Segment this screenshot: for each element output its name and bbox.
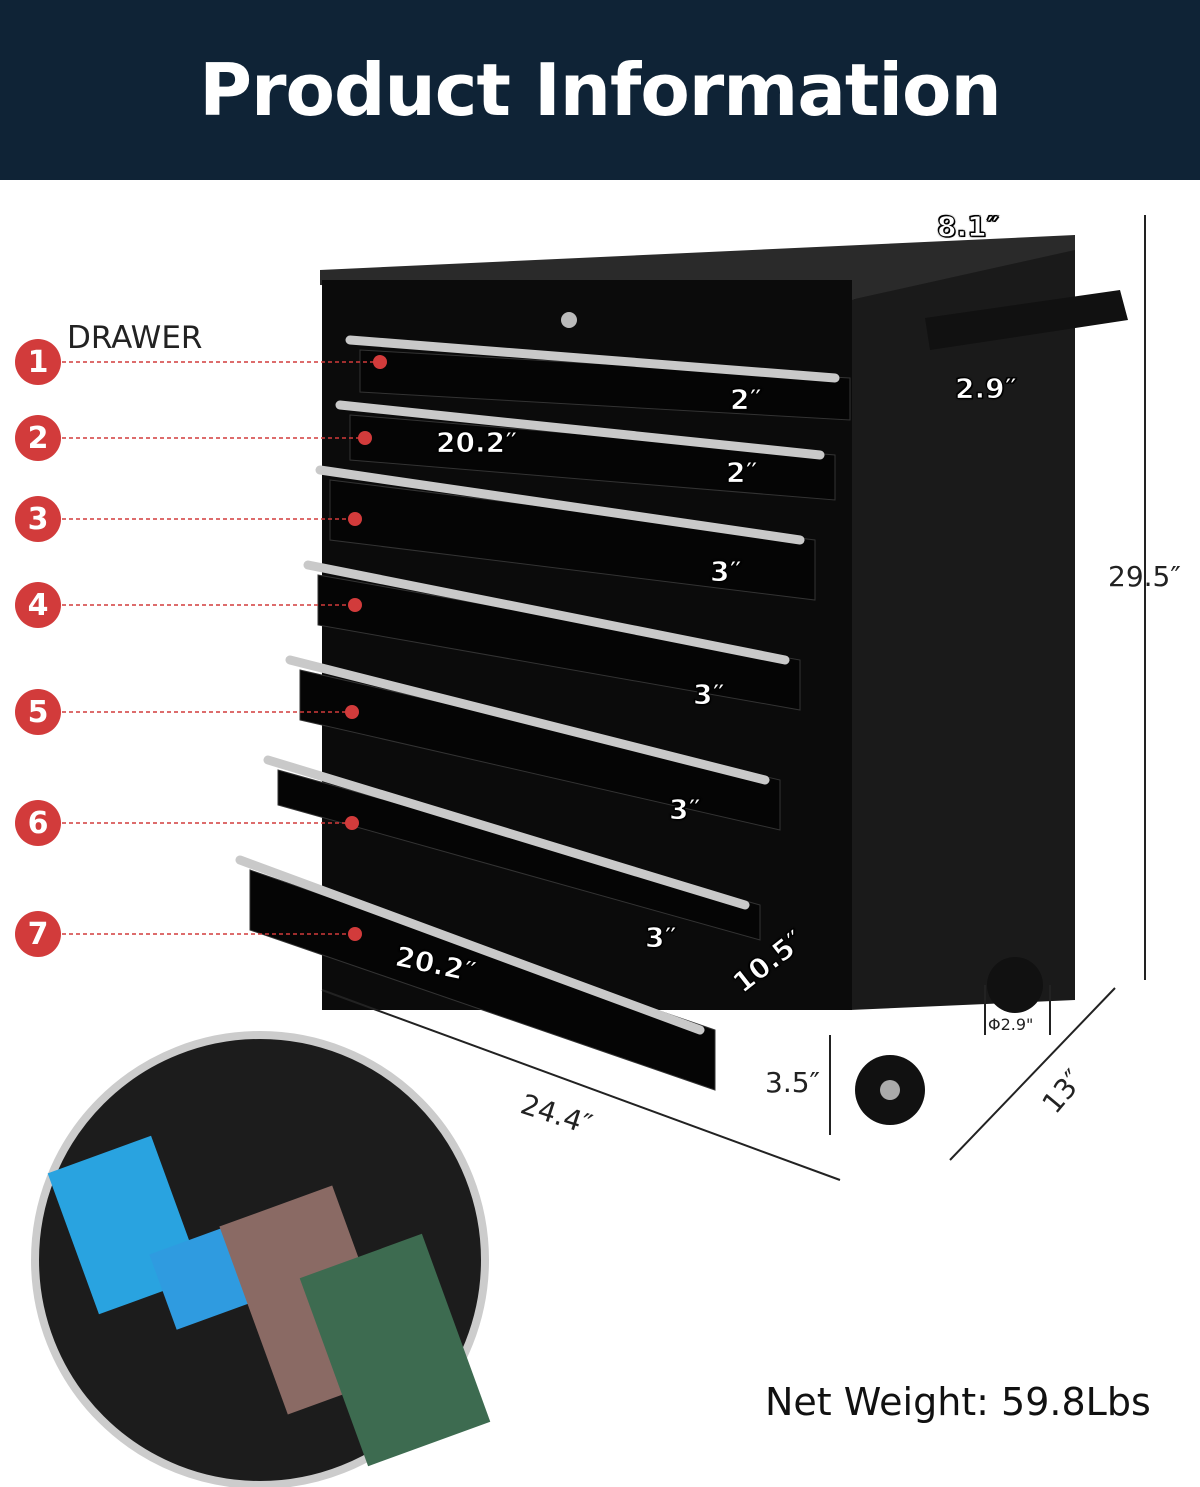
dim-drawer6-height: 3″ <box>645 921 678 955</box>
marker-dot <box>345 816 359 830</box>
marker-dot <box>348 512 362 526</box>
drawer-number-marker: 5 <box>15 689 61 735</box>
green-tray <box>299 1233 491 1467</box>
dim-drawer5-height: 3″ <box>669 793 702 827</box>
drawer-handle <box>345 335 840 383</box>
net-weight: Net Weight: 59.8Lbs <box>765 1380 1151 1424</box>
dim-handle-gap: 2.9″ <box>954 372 1018 406</box>
lock-icon <box>561 312 577 328</box>
drawer-heading: DRAWER <box>67 320 203 356</box>
page-title: Product Information <box>199 48 1001 132</box>
dim-top-depth: 8.1″ <box>936 210 1000 244</box>
header-banner: Product Information <box>0 0 1200 180</box>
marker-dot <box>373 355 387 369</box>
dim-total-height: 29.5″ <box>1108 560 1181 593</box>
drawer-handle <box>335 400 825 460</box>
dim-drawer3-height: 3″ <box>710 555 743 589</box>
drawer-handle <box>315 465 805 545</box>
drawer-handle <box>235 855 705 1035</box>
marker-dot <box>348 598 362 612</box>
drawer-number-marker: 1 <box>15 339 61 385</box>
dim-caster-height: 3.5″ <box>765 1066 820 1099</box>
marker-dot <box>348 927 362 941</box>
marker-dot <box>345 705 359 719</box>
drawer-number-marker: 4 <box>15 582 61 628</box>
dim-drawer1-height: 2″ <box>730 383 763 417</box>
cabinet-side <box>850 238 1075 1010</box>
drawer-handle <box>263 755 750 910</box>
dim-drawer2-width: 20.2″ <box>436 426 519 460</box>
drawer-number-marker: 6 <box>15 800 61 846</box>
marker-dot <box>358 431 372 445</box>
drawer-number-marker: 3 <box>15 496 61 542</box>
drawer-handle <box>303 560 790 665</box>
dim-drawer4-height: 3″ <box>693 678 726 712</box>
drawer-number-marker: 7 <box>15 911 61 957</box>
caster-wheel <box>987 957 1043 1013</box>
dim-caster-diameter: Φ2.9" <box>988 1015 1034 1034</box>
drawer-number-marker: 2 <box>15 415 61 461</box>
side-handle <box>925 290 1128 350</box>
drawer-handle <box>285 655 770 785</box>
dim-drawer2-height: 2″ <box>726 456 759 490</box>
